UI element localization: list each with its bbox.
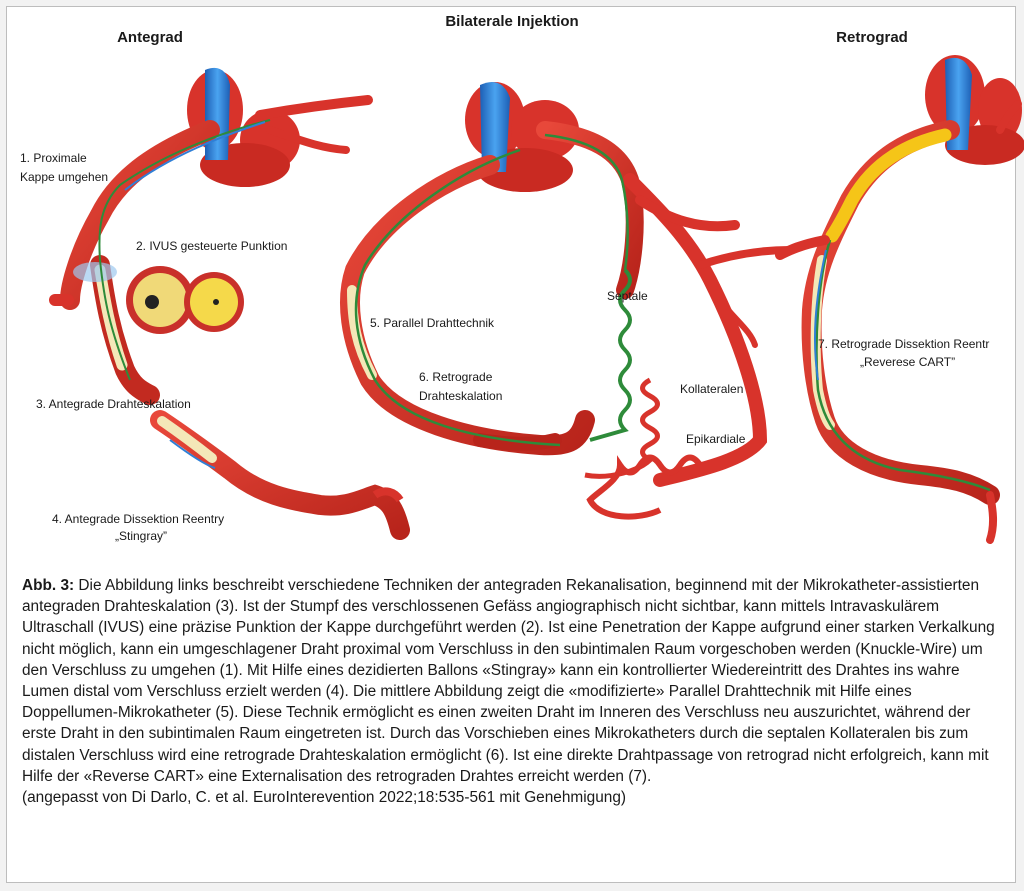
label-step3: 3. Antegrade Drahteskalation <box>36 397 191 411</box>
heading-retrograd: Retrograd <box>836 29 908 46</box>
coronary-illustration: Antegrad Bilaterale Injektion Retrograd <box>20 13 1024 544</box>
bilateral-wire <box>354 148 561 447</box>
label-step2: 2. IVUS gesteuerte Punktion <box>136 239 287 253</box>
antegrad-wire <box>98 119 271 381</box>
label-step7-line1: 7. Retrograde Dissektion Reentr <box>818 337 989 351</box>
caption-body: Die Abbildung links beschreibt verschied… <box>22 577 995 785</box>
caption-lead: Abb. 3: <box>22 577 75 594</box>
label-kollateralen: Kollateralen <box>680 382 743 396</box>
retrograd-artery <box>801 120 1000 505</box>
retrograd-panel <box>775 55 1024 544</box>
label-step1-line2: Kappe umgehen <box>20 170 108 184</box>
ivus-probe <box>73 262 117 282</box>
label-epikardiale: Epikardiale <box>686 432 746 446</box>
aortic-root-right <box>925 55 1024 165</box>
heading-antegrad: Antegrad <box>117 29 183 46</box>
label-step5: 5. Parallel Drahttechnik <box>370 316 495 330</box>
caption-source: (angepasst von Di Darlo, C. et al. EuroI… <box>22 789 627 807</box>
retro-catheter <box>825 128 952 243</box>
label-step4-line2: „Stingray” <box>115 529 167 543</box>
figure-caption: Abb. 3: Die Abbildung links beschreibt v… <box>22 575 997 808</box>
heading-bilateral: Bilaterale Injektion <box>445 13 578 30</box>
bilateral-panel <box>340 81 794 520</box>
bilateral-left-artery <box>340 155 595 456</box>
label-septale: Septale <box>607 289 648 303</box>
septal-collateral <box>589 268 632 442</box>
antegrad-panel <box>49 67 410 540</box>
label-step6-line2: Drahteskalation <box>419 389 502 403</box>
label-step1-line1: 1. Proximale <box>20 151 87 165</box>
antegrad-artery <box>60 120 220 310</box>
epikardial-vessel <box>586 454 703 520</box>
label-step7-line2: „Reverese CART” <box>860 355 955 369</box>
label-step6-line1: 6. Retrograde <box>419 370 493 384</box>
ivus-cross-section <box>126 266 244 334</box>
label-step4-line1: 4. Antegrade Dissektion Reentry <box>52 512 224 526</box>
